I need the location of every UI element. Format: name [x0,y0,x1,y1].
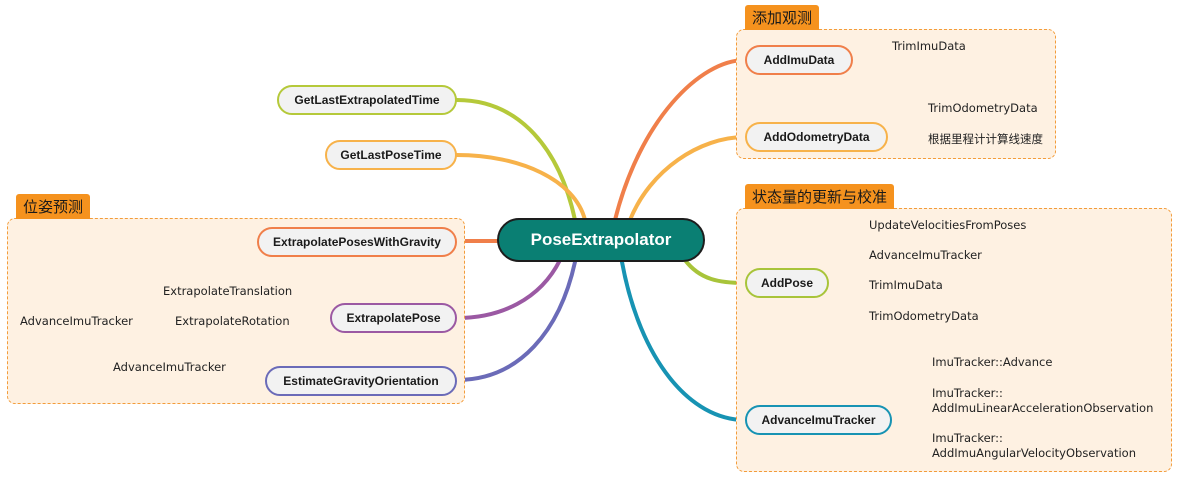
leaf-imu-angular-vel-line1: ImuTracker:: [932,431,1003,445]
node-get-last-extrapolated-time[interactable]: GetLastExtrapolatedTime [277,85,457,115]
leaf-imu-tracker-advance: ImuTracker::Advance [932,355,1053,369]
node-add-imu-data[interactable]: AddImuData [745,45,853,75]
leaf-update-velocities: UpdateVelocitiesFromPoses [869,218,1027,232]
edge-add-imu-data [613,58,747,222]
edge-extrapolate-pose [455,258,562,320]
leaf-advance-imu-tracker-rotation: AdvanceImuTracker [20,314,133,328]
node-add-pose[interactable]: AddPose [745,268,829,298]
node-get-last-pose-time[interactable]: GetLastPoseTime [325,140,457,170]
node-add-odometry-data[interactable]: AddOdometryData [745,122,888,152]
edge-advance-imu-tracker [620,260,747,422]
edge-get-last-extrapolated-time [455,98,577,222]
node-advance-imu-tracker[interactable]: AdvanceImuTracker [745,405,892,435]
edge-get-last-pose-time [455,153,587,222]
leaf-extrapolate-translation: ExtrapolateTranslation [163,284,293,298]
leaf-advance-imu-tracker-gravity: AdvanceImuTracker [113,360,226,374]
node-estimate-gravity-orientation[interactable]: EstimateGravityOrientation [265,366,457,396]
edge-add-odometry-data [628,135,747,222]
group-state-update-tag: 状态量的更新与校准 [745,184,895,209]
leaf-advance-imu-tracker-pose: AdvanceImuTracker [869,248,982,262]
leaf-trim-odometry-data-add: TrimOdometryData [928,101,1038,115]
node-extrapolate-pose[interactable]: ExtrapolatePose [330,303,457,333]
edge-estimate-gravity-orientation [455,260,577,382]
root-node[interactable]: PoseExtrapolator [497,218,705,262]
leaf-imu-linear-accel-line1: ImuTracker:: [932,386,1003,400]
leaf-extrapolate-rotation: ExtrapolateRotation [175,314,290,328]
leaf-trim-imu-data-add: TrimImuData [892,39,966,53]
leaf-trim-imu-data-pose: TrimImuData [869,278,943,292]
leaf-trim-odometry-data-pose: TrimOdometryData [869,309,979,323]
group-pose-prediction-tag: 位姿预测 [16,194,91,219]
leaf-imu-angular-vel-line2: AddImuAngularVelocityObservation [932,446,1137,460]
leaf-imu-linear-accel-line2: AddImuLinearAccelerationObservation [932,401,1154,415]
node-extrapolate-poses-with-gravity[interactable]: ExtrapolatePosesWithGravity [257,227,457,257]
leaf-odometry-velocity: 根据里程计计算线速度 [928,132,1043,146]
group-add-observation-tag: 添加观测 [745,5,820,30]
